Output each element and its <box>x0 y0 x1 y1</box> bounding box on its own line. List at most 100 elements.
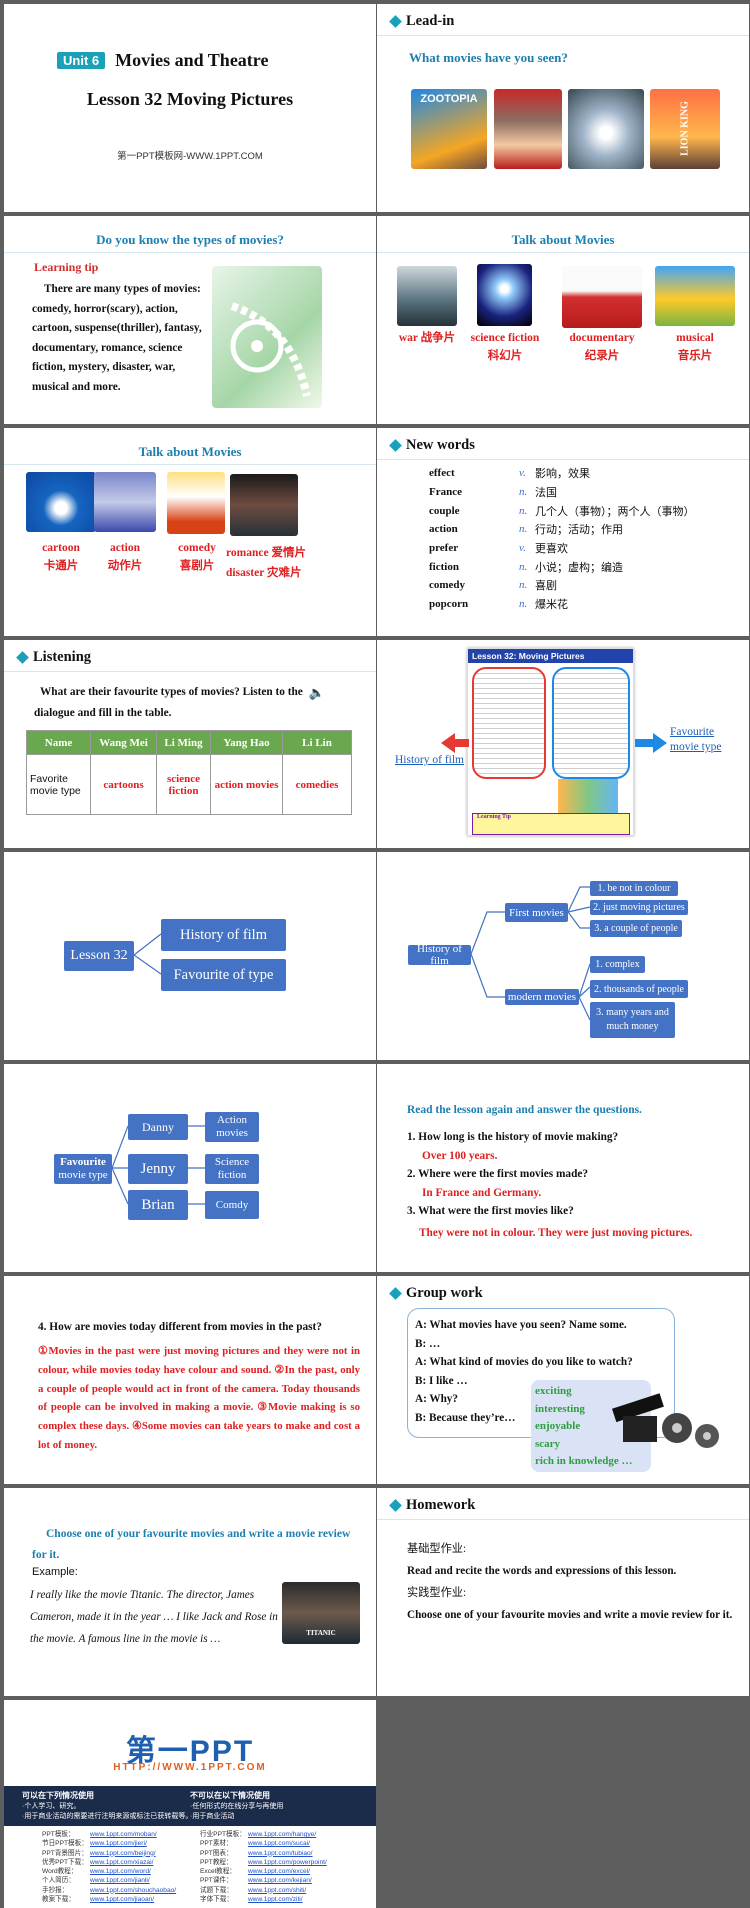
slide-header: Lead-in <box>389 13 454 30</box>
slide-mindmap-history: History of film First movies modern movi… <box>377 852 749 1060</box>
meaning: 行动；活动；作用 <box>535 524 623 537</box>
slide-header: Group work <box>389 1285 483 1302</box>
slide-types: Do you know the types of movies? Learnin… <box>4 216 376 424</box>
link-url[interactable]: www.1ppt.com/shouchaobao/ <box>90 1886 177 1894</box>
part-of-speech: n. <box>519 598 528 611</box>
read-title: Read the lesson again and answer the que… <box>407 1104 642 1116</box>
history-of-film-link[interactable]: History of film <box>395 754 464 766</box>
source-label: 第一PPT模板网-WWW.1PPT.COM <box>117 151 263 162</box>
listening-instruction: What are their favourite types of movies… <box>34 682 326 724</box>
poster-zootopia: ZOOTOPIA <box>411 89 487 169</box>
row-label: Favorite movie type <box>26 754 91 815</box>
answer-cell: comedies <box>282 754 352 815</box>
word: action <box>429 523 458 536</box>
footer-link-row: 试题下载： www.1ppt.com/shiti/ <box>200 1886 327 1895</box>
node-first-1: 1. be not in colour <box>590 881 678 896</box>
slide-group-work: Group work A: What movies have you seen?… <box>377 1276 749 1484</box>
homework-text: 基础型作业: Read and recite the words and exp… <box>407 1543 733 1621</box>
poster-titanic: TITANIC <box>282 1582 360 1644</box>
link-label: 行业PPT模板： <box>200 1831 246 1838</box>
answer-4: ①Movies in the past were just moving pic… <box>38 1345 360 1451</box>
lesson-title: Lesson 32 Moving Pictures <box>86 89 294 109</box>
slide-read-answer: Read the lesson again and answer the que… <box>377 1064 749 1272</box>
question-1: 1. How long is the history of movie maki… <box>407 1131 619 1143</box>
meaning: 影响，效果 <box>535 468 590 481</box>
example-label: Example: <box>32 1566 78 1578</box>
link-label: 试题下载： <box>200 1886 233 1894</box>
word: couple <box>429 504 460 517</box>
link-url[interactable]: www.1ppt.com/xiazai/ <box>90 1858 154 1866</box>
link-label: PPT图表： <box>200 1849 233 1857</box>
col-header: Yang Hao <box>210 730 283 755</box>
link-url[interactable]: www.1ppt.com/kejian/ <box>248 1877 312 1885</box>
node-lesson: Lesson 32 <box>64 941 134 971</box>
link-url[interactable]: www.1ppt.com/word/ <box>90 1868 151 1876</box>
answer-cell: science fiction <box>156 754 211 815</box>
part-of-speech: n. <box>519 560 528 573</box>
link-url[interactable]: www.1ppt.com/jianli/ <box>90 1877 150 1885</box>
link-url[interactable]: www.1ppt.com/hangye/ <box>248 1831 317 1838</box>
unit-badge: Unit 6 <box>57 52 106 69</box>
link-url[interactable]: www.1ppt.com/shiti/ <box>248 1886 307 1894</box>
node-history-root: History of film <box>408 943 471 967</box>
col-header: Li Ming <box>156 730 211 755</box>
slide-question-4: 4. How are movies today different from m… <box>4 1276 376 1484</box>
node-modern-3: 3. many years and much money <box>590 1002 675 1038</box>
node-first-3: 3. a couple of people <box>590 920 682 937</box>
meaning: 爆米花 <box>535 599 568 612</box>
footer-link-row: 节日PPT模板：www.1ppt.com/jieri/ <box>42 1839 176 1848</box>
node-favourite: Favourite of type <box>161 959 286 991</box>
answer-2: In France and Germany. <box>422 1186 542 1199</box>
speaker-icon[interactable]: 🔈 <box>308 685 326 700</box>
node-first-2: 2. just moving pictures <box>590 900 688 915</box>
slide-title-text: Talk about Movies <box>511 232 615 247</box>
link-url[interactable]: www.1ppt.com/sucai/ <box>248 1840 310 1848</box>
link-label: 字体下载： <box>200 1896 233 1904</box>
footer-link-row: Excel教程： www.1ppt.com/excel/ <box>200 1867 327 1876</box>
slide-title-text: Do you know the types of movies? <box>96 232 284 247</box>
footer-link-row: PPT背景图片：www.1ppt.com/beijing/ <box>42 1849 176 1858</box>
node-modern-1: 1. complex <box>590 956 645 973</box>
link-url[interactable]: www.1ppt.com/powerpoint/ <box>248 1858 327 1866</box>
word: comedy <box>429 579 466 592</box>
poster-musical <box>655 266 735 326</box>
col-header: Li Lin <box>282 730 352 755</box>
link-url[interactable]: www.1ppt.com/tubiao/ <box>248 1849 313 1857</box>
meaning: 喜剧 <box>535 580 557 593</box>
book-title: Lesson 32: Moving Pictures <box>468 649 633 663</box>
link-url[interactable]: www.1ppt.com/jiaoan/ <box>90 1896 155 1904</box>
link-label: Excel教程： <box>200 1868 236 1876</box>
node-history: History of film <box>161 919 286 951</box>
favourite-movie-type-link[interactable]: Favourite movie type <box>670 726 722 753</box>
diamond-icon <box>389 15 402 28</box>
writing-task: Choose one of your favourite movies and … <box>32 1528 351 1561</box>
link-label: PPT模板： <box>42 1831 75 1838</box>
part-of-speech: n. <box>519 486 528 499</box>
footer-link-row: 个人简历：www.1ppt.com/jianli/ <box>42 1876 176 1885</box>
slide-writing: Choose one of your favourite movies and … <box>4 1488 376 1696</box>
link-url[interactable]: www.1ppt.com/jieri/ <box>90 1840 147 1848</box>
link-url[interactable]: www.1ppt.com/moban/ <box>90 1831 157 1838</box>
poster-action <box>94 472 156 532</box>
film-camera-icon <box>612 1393 719 1448</box>
link-url[interactable]: www.1ppt.com/excel/ <box>248 1868 310 1876</box>
link-label: 优秀PPT下载： <box>42 1858 88 1866</box>
footer-link-row: PPT教程：www.1ppt.com/powerpoint/ <box>200 1858 327 1867</box>
ppt-url: HTTP://WWW.1PPT.COM <box>113 1762 267 1773</box>
node-modern-2: 2. thousands of people <box>590 980 688 998</box>
film-reel-icon <box>230 302 311 397</box>
footer-link-row: PPT模板： www.1ppt.com/moban/ <box>42 1830 176 1839</box>
link-url[interactable]: www.1ppt.com/beijing/ <box>90 1849 156 1857</box>
poster-cartoon <box>26 472 96 532</box>
link-url[interactable]: www.1ppt.com/ziti/ <box>248 1896 303 1904</box>
question-2: 2. Where were the first movies made? <box>407 1168 589 1180</box>
